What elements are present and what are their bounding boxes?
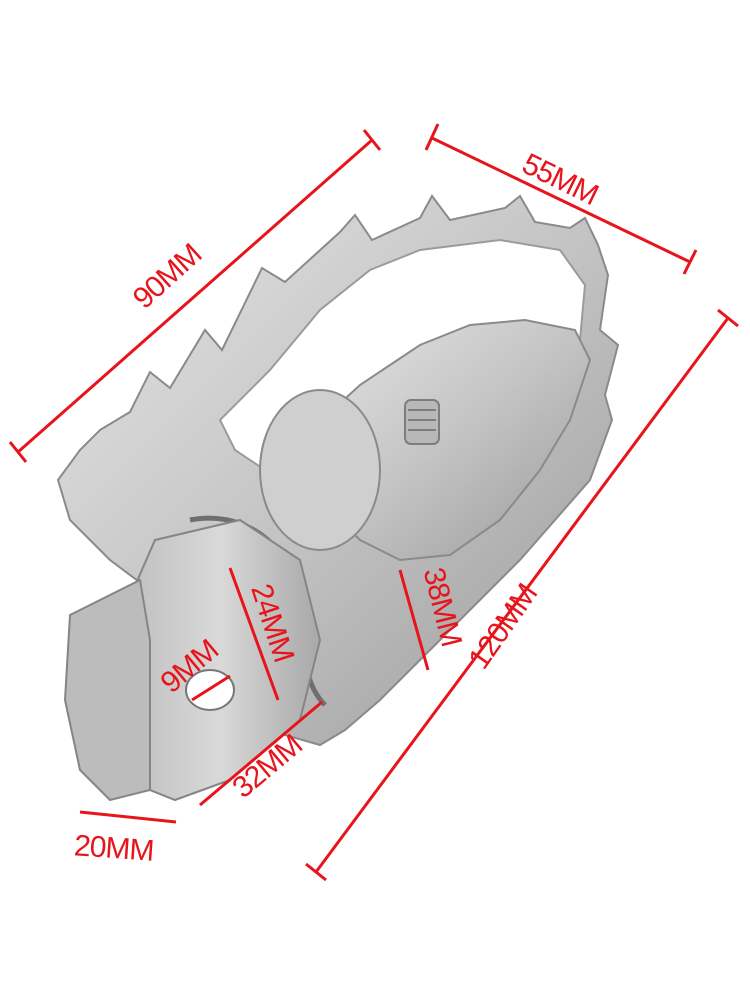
- dim-line-120: [314, 317, 730, 873]
- bracket-back-plate: [63, 578, 151, 802]
- dimension-lines: [8, 123, 739, 882]
- dim-line-90: [17, 138, 373, 454]
- dim-label-20: 20MM: [72, 829, 155, 868]
- dim-line-32: [199, 700, 323, 807]
- dim-line-55: [431, 136, 691, 264]
- dim-line-20: [79, 810, 177, 824]
- pivot-cylinder: [259, 389, 381, 551]
- threaded-bolt: [404, 399, 440, 445]
- dim-line-9: [191, 674, 231, 702]
- dim-line-38: [398, 569, 430, 671]
- dim-line-24: [228, 567, 280, 701]
